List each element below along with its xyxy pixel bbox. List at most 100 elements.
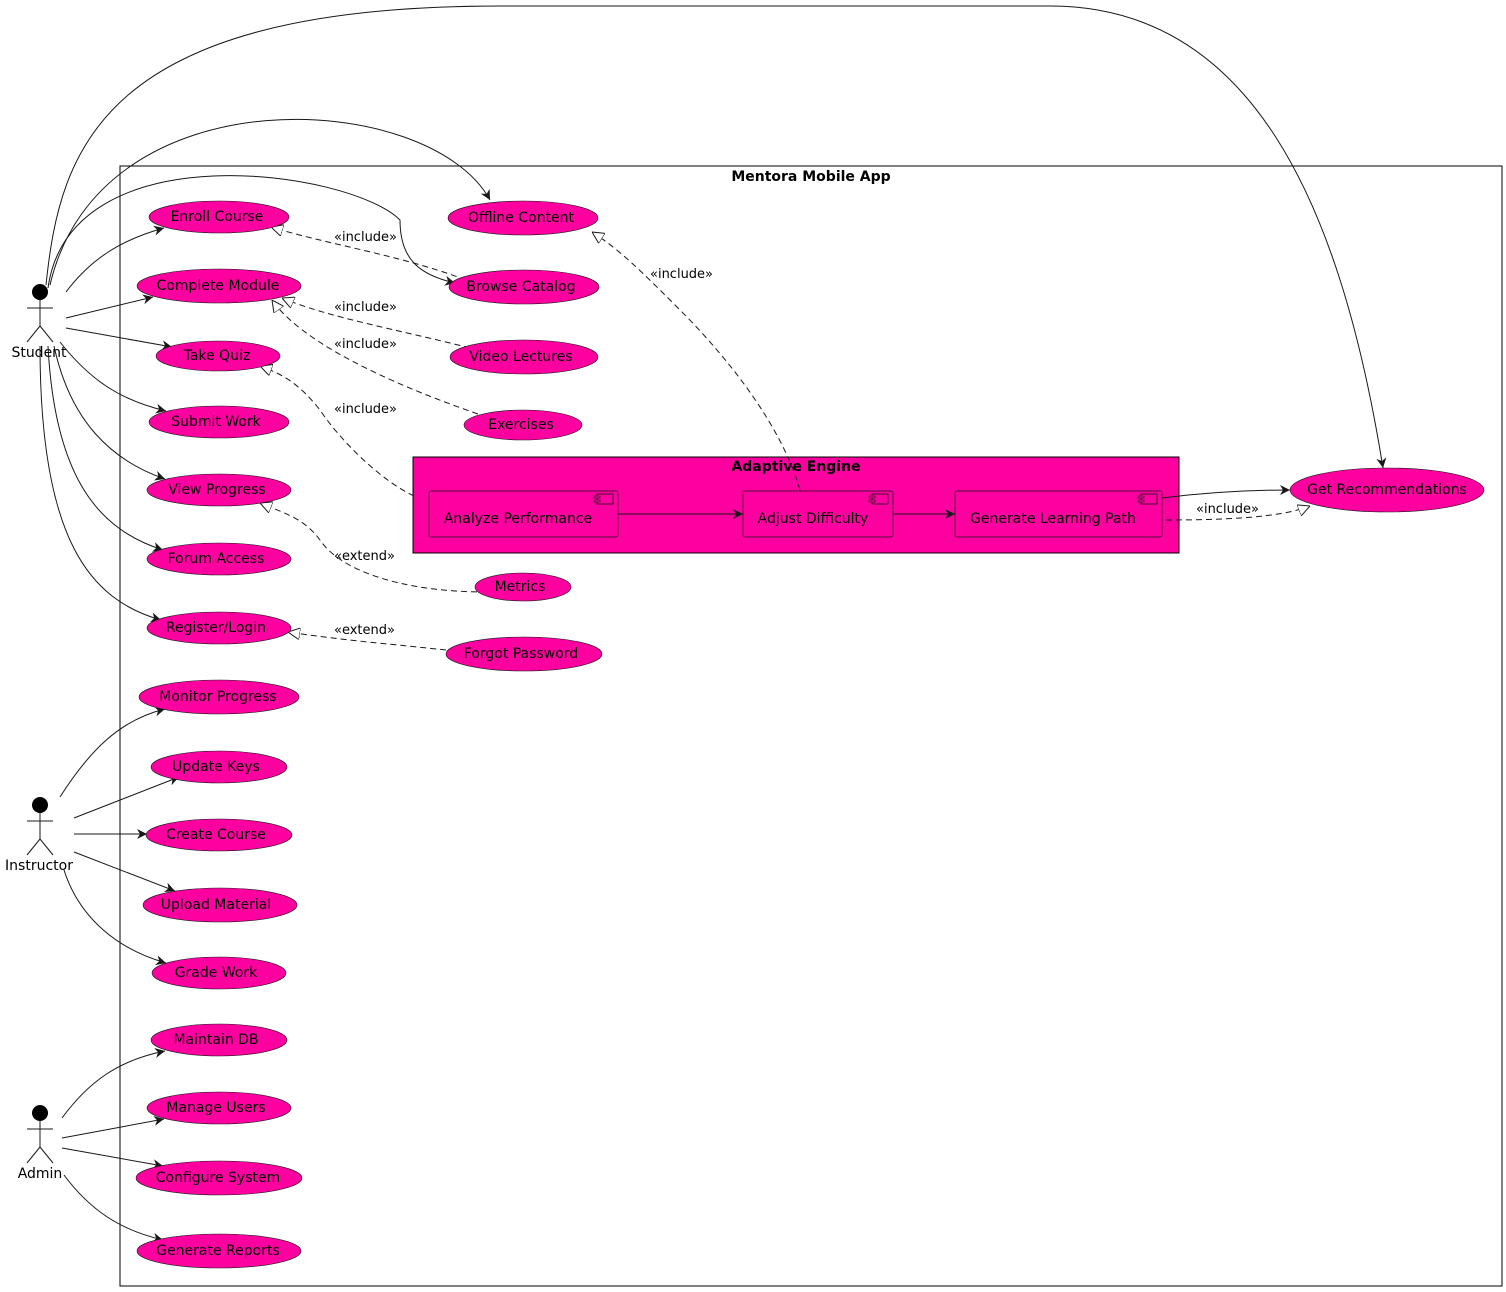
- assoc-admin-maintain-db: [61, 1048, 166, 1119]
- admin-label: Admin: [18, 1166, 63, 1182]
- take-quiz-label: Take Quiz: [183, 348, 251, 364]
- use-case-exercises[interactable]: Exercises: [463, 409, 583, 441]
- label-include-exercises: «include»: [334, 337, 397, 352]
- adjust-difficulty-label: Adjust Difficulty: [758, 511, 869, 527]
- use-case-monitor-progress[interactable]: Monitor Progress: [138, 679, 300, 715]
- include-analyze-quiz: [260, 366, 415, 497]
- use-case-upload-material[interactable]: Upload Material: [142, 887, 298, 923]
- use-case-enroll-course[interactable]: Enroll Course: [148, 200, 290, 234]
- use-case-configure-system[interactable]: Configure System: [135, 1160, 303, 1196]
- view-progress-label: View Progress: [168, 482, 265, 498]
- instructor-associations: [59, 706, 180, 966]
- get-recommendations-label: Get Recommendations: [1307, 482, 1467, 498]
- assoc-instructor-grade-work: [63, 869, 167, 966]
- admin-associations: [61, 1048, 166, 1243]
- use-case-forgot-password[interactable]: Forgot Password: [445, 636, 603, 672]
- metrics-label: Metrics: [495, 579, 546, 595]
- use-case-take-quiz[interactable]: Take Quiz: [155, 340, 281, 372]
- generate-reports-label: Generate Reports: [156, 1243, 280, 1259]
- assoc-instructor-monitor-progress: [59, 706, 166, 798]
- student-associations: [39, 5, 1387, 623]
- assoc-student-get-recommendations: [45, 5, 1387, 469]
- extend-metrics-view-progress: [260, 503, 488, 593]
- system-boundary: [119, 165, 1503, 1287]
- use-case-manage-users[interactable]: Manage Users: [146, 1091, 292, 1125]
- use-case-generate-reports[interactable]: Generate Reports: [136, 1233, 302, 1269]
- forum-access-label: Forum Access: [168, 551, 265, 567]
- use-case-browse-catalog[interactable]: Browse Catalog: [448, 269, 600, 305]
- video-lectures-label: Video Lectures: [469, 349, 572, 365]
- offline-content-label: Offline Content: [468, 210, 575, 226]
- instructor-label: Instructor: [5, 858, 73, 874]
- include-exercises-complete: [272, 300, 479, 415]
- use-case-video-lectures[interactable]: Video Lectures: [449, 339, 599, 375]
- monitor-progress-label: Monitor Progress: [159, 689, 276, 705]
- label-include-recommendations: «include»: [1196, 502, 1259, 517]
- complete-module-label: Complete Module: [157, 278, 280, 294]
- use-case-update-keys[interactable]: Update Keys: [150, 750, 288, 784]
- assoc-student-complete-module: [65, 294, 154, 319]
- update-keys-label: Update Keys: [172, 759, 260, 775]
- upload-material-label: Upload Material: [161, 897, 271, 913]
- assoc-student-submit-work: [59, 341, 167, 414]
- use-case-grade-work[interactable]: Grade Work: [151, 956, 287, 990]
- use-case-metrics[interactable]: Metrics: [474, 572, 572, 602]
- dependency-relationships: [260, 227, 1310, 651]
- submit-work-label: Submit Work: [171, 414, 261, 430]
- maintain-db-label: Maintain DB: [173, 1032, 258, 1048]
- actor-admin[interactable]: Admin: [18, 1105, 63, 1182]
- use-case-submit-work[interactable]: Submit Work: [148, 405, 290, 439]
- include-browse-enroll: [271, 227, 467, 281]
- label-include-enroll: «include»: [334, 230, 397, 245]
- assoc-student-register-login: [39, 345, 162, 623]
- component-generate-learning-path[interactable]: Generate Learning Path: [954, 490, 1163, 538]
- assoc-admin-manage-users: [61, 1115, 165, 1139]
- use-case-offline-content[interactable]: Offline Content: [447, 200, 599, 236]
- assoc-admin-configure-system: [61, 1147, 164, 1170]
- generate-learning-path-label: Generate Learning Path: [970, 511, 1136, 527]
- component-adjust-difficulty[interactable]: Adjust Difficulty: [742, 490, 894, 538]
- configure-system-label: Configure System: [156, 1170, 281, 1186]
- assoc-student-view-progress: [53, 345, 166, 481]
- assoc-instructor-update-keys: [73, 775, 180, 819]
- use-case-register-login[interactable]: Register/Login: [146, 611, 292, 645]
- label-include-quiz: «include»: [334, 402, 397, 417]
- label-include-video: «include»: [334, 300, 397, 315]
- label-extend-forgot: «extend»: [334, 623, 395, 638]
- browse-catalog-label: Browse Catalog: [466, 279, 575, 295]
- analyze-performance-label: Analyze Performance: [444, 511, 592, 527]
- assoc-student-browse-catalog: [47, 175, 456, 289]
- register-login-label: Register/Login: [166, 620, 266, 636]
- use-case-maintain-db[interactable]: Maintain DB: [150, 1023, 288, 1057]
- include-adjust-offline: [592, 232, 801, 491]
- arrow-generate-to-recommendations: [1161, 485, 1291, 499]
- use-case-view-progress[interactable]: View Progress: [146, 473, 292, 507]
- include-video-complete: [282, 298, 471, 349]
- use-case-complete-module[interactable]: Complete Module: [136, 268, 302, 304]
- system-title: Mentora Mobile App: [731, 169, 890, 185]
- enroll-course-label: Enroll Course: [171, 209, 264, 225]
- assoc-admin-generate-reports: [63, 1174, 164, 1243]
- actor-instructor[interactable]: Instructor: [5, 797, 73, 874]
- assoc-student-forum-access: [47, 345, 164, 552]
- use-case-forum-access[interactable]: Forum Access: [146, 542, 292, 576]
- create-course-label: Create Course: [166, 827, 266, 843]
- assoc-instructor-upload-material: [73, 851, 176, 893]
- exercises-label: Exercises: [488, 417, 554, 433]
- assoc-student-enroll-course: [65, 225, 165, 293]
- student-label: Student: [11, 345, 67, 361]
- label-extend-metrics: «extend»: [334, 549, 395, 564]
- manage-users-label: Manage Users: [166, 1100, 265, 1116]
- label-include-offline: «include»: [650, 267, 713, 282]
- extend-forgot-register: [288, 632, 447, 651]
- forgot-password-label: Forgot Password: [464, 646, 578, 662]
- use-case-create-course[interactable]: Create Course: [145, 818, 293, 852]
- use-case-get-recommendations[interactable]: Get Recommendations: [1289, 467, 1485, 513]
- grade-work-label: Grade Work: [175, 965, 258, 981]
- assoc-student-offline-content: [49, 118, 491, 286]
- actor-student[interactable]: Student: [11, 284, 67, 361]
- component-analyze-performance[interactable]: Analyze Performance: [428, 490, 619, 538]
- include-generate-recommendations: [1165, 506, 1310, 521]
